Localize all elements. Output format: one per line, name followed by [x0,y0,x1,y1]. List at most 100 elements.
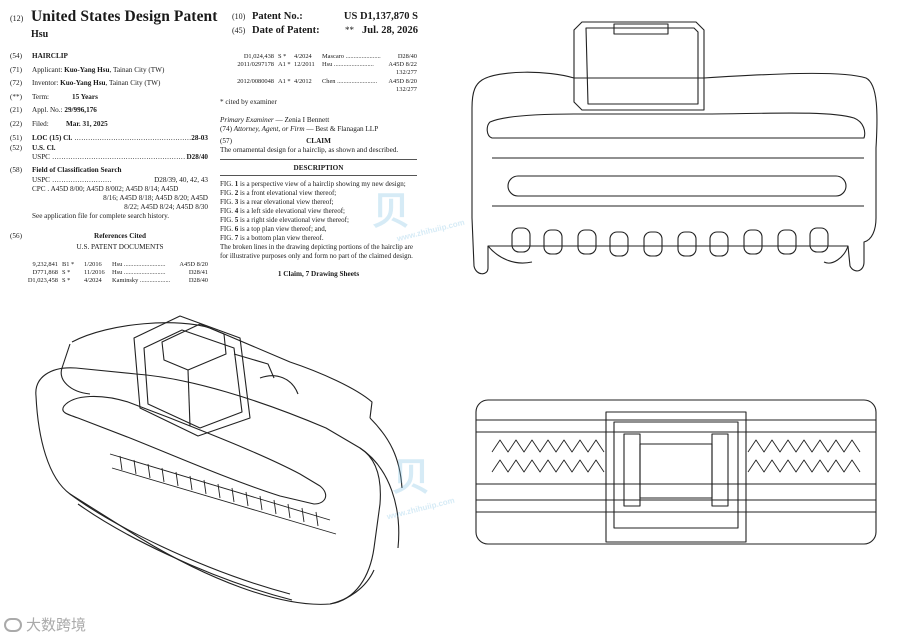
fig-description: FIG. 3 is a rear elevational view thereo… [220,198,334,207]
filed-value: Mar. 31, 2025 [66,120,108,129]
cite-date: 11/2016 [84,269,105,277]
fig-description: FIG. 6 is a top plan view thereof; and, [220,225,327,234]
cite-kind: B1 * [62,261,75,269]
search-history-note: See application file for complete search… [32,212,170,221]
examiner-label: Primary Examiner [220,116,274,125]
patent-number: US D1,137,870 S [343,11,418,22]
cite-name: Hsu [322,61,333,69]
cite-class: A45D 8/20 [388,77,417,85]
cite-date: 4/2024 [294,53,312,60]
footer-logo-text: 大数跨境 [26,616,87,634]
fig-description: FIG. 1 is a perspective view of a haircl… [220,180,406,189]
patent-title: United States Design Patent [31,8,218,25]
fig-description: FIG. 5 is a right side elevational view … [220,216,349,225]
inventor-name: Kuo-Yang Hsu [60,79,106,88]
cite-kind: S * [62,277,71,285]
code-54: (54) [10,52,22,60]
term-value: 15 Years [72,92,98,101]
field-uspc-value: D28/39, 40, 42, 43 [154,175,208,184]
cite-name: Kaminsky [112,277,139,285]
dot-leader: ........................................… [74,133,192,142]
cite-continuation: 132/277 [396,69,417,77]
cite-kind: S * [62,269,71,277]
field-search-label: Field of Classification Search [32,166,122,175]
cite-class: D28/40 [188,277,208,285]
cite-class: A45D 8/22 [388,61,417,69]
divider [220,159,417,161]
code-10: (10) [232,12,246,21]
claim-heading: CLAIM [306,136,331,145]
attorney-name: — Best & Flanagan LLP [304,125,379,134]
inventor-short: Hsu [31,29,49,40]
dot-leader: .......................... [49,175,112,184]
date-label: Date of Patent: [252,25,320,36]
citation-row: 9,232,841 B1 * 1/2016 Hsu ..............… [10,261,208,269]
term-label: Term: [32,92,50,101]
filed-label: Filed: [32,120,49,129]
cite-continuation: 132/277 [396,85,417,93]
code-45: (45) [232,26,246,35]
text-column: D1,024,438 S * 4/2024 Mascaro ..........… [220,53,417,279]
applicant-name: Kuo-Yang Hsu [64,65,110,74]
cpc-line-3: 8/22; A45D 8/24; A45D 8/30 [124,203,208,212]
description-heading: DESCRIPTION [293,164,344,173]
applicant-label: Applicant: [32,65,63,74]
code-74: (74) [220,125,232,134]
code-52: (52) [10,143,22,152]
code-57: (57) [220,136,232,145]
cpc-line-1: CPC . A45D 8/00; A45D 8/002; A45D 8/14; … [32,184,179,193]
citation-row: D1,023,458 S * 4/2024 Kaminsky .........… [10,277,208,285]
cite-class: D28/40 [397,53,417,60]
figure-plan-view [475,399,877,545]
citation-row: 2011/0297178 A1 * 12/2011 Hsu ..........… [220,61,417,69]
appl-no-label: Appl. No.: [32,106,63,115]
appl-no-value: 29/996,176 [64,106,97,115]
code-22: (22) [10,120,22,129]
bibliographic-column: (54) HAIRCLIP (71) Applicant: Kuo-Yang H… [10,52,208,286]
code-12: (12) [10,14,24,23]
applicant-place: , Tainan City (TW) [109,65,165,74]
patent-header-right: (10) Patent No.: US D1,137,870 S (45) Da… [232,11,418,39]
cite-date: 4/2012 [294,77,312,85]
code-term: (**) [10,92,22,101]
patent-date: Jul. 28, 2026 [361,25,418,36]
patent-no-label: Patent No.: [252,11,303,22]
field-uspc-label: USPC [32,175,50,184]
cite-num: 2012/0080048 [237,77,274,85]
citation-row: D771,868 S * 11/2016 Hsu ...............… [10,269,208,277]
cite-num: D1,023,458 [27,277,58,285]
footer-logo: 大数跨境 [4,614,86,635]
cite-name: Chen [322,77,336,85]
code-58: (58) [10,166,22,175]
claim-text: The ornamental design for a hairclip, as… [220,145,399,154]
fig-description: FIG. 7 is a bottom plan view thereof. [220,233,324,242]
logo-icon [4,617,22,632]
term-stars: ** [344,25,354,35]
claims-count: 1 Claim, 7 Drawing Sheets [277,269,360,278]
cite-name: Hsu [112,269,123,277]
cite-kind: A1 * [278,77,291,85]
cite-num: 2011/0297178 [237,61,274,69]
cite-name: Mascaro [322,53,345,60]
broken-lines-note: The broken lines in the drawing depictin… [220,242,414,260]
cite-num: 9,232,841 [32,261,58,269]
us-patent-documents-label: U.S. PATENT DOCUMENTS [76,242,164,251]
cite-num: D1,024,438 [243,53,274,60]
fig-description: FIG. 2 is a front elevational view there… [220,189,337,198]
dot-leader: ........................................… [52,153,186,162]
design-title: HAIRCLIP [32,52,68,60]
cited-by-examiner: * cited by examiner [220,97,277,106]
cpc-line-2: 8/16; A45D 8/18; A45D 8/20; A45D [103,193,208,202]
cite-class: D28/41 [188,269,208,277]
citation-row: 2012/0080048 A1 * 4/2012 Chen ..........… [220,78,417,86]
fig-description: FIG. 4 is a left side elevational view t… [220,207,345,216]
code-72: (72) [10,79,22,88]
inventor-place: , Tainan City (TW) [105,79,161,88]
figure-front-view [471,21,878,275]
cite-date: 4/2024 [84,277,102,285]
divider [220,175,417,177]
loc-value: 28-03 [191,133,208,142]
code-71: (71) [10,65,22,74]
us-cl-label: U.S. Cl. [32,143,56,152]
